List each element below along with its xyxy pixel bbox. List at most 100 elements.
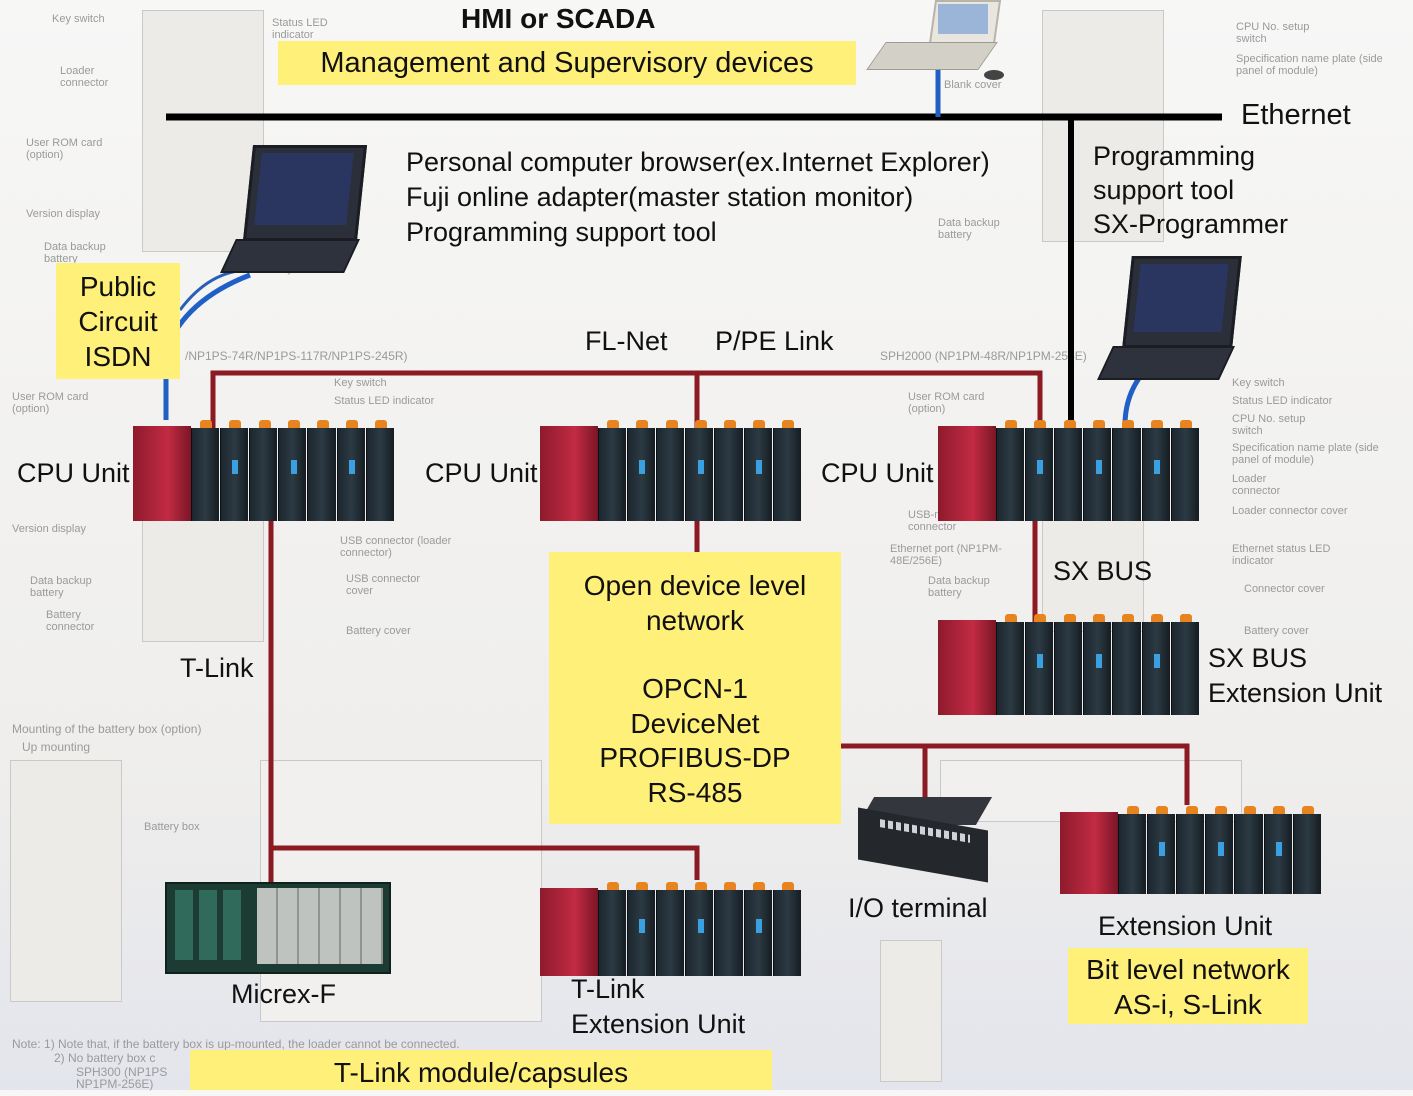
open-device-network-box: Open device level network OPCN-1 DeviceN…	[549, 552, 841, 824]
pc-tool-line: Fuji online adapter(master station monit…	[406, 182, 914, 212]
protocol-line: OPCN-1	[642, 673, 748, 704]
note: 2) No battery box c	[54, 1051, 156, 1065]
plc-top-tab	[1273, 806, 1286, 814]
plc-led	[1217, 841, 1224, 856]
annotation: Battery connector	[46, 609, 95, 633]
plc-power-module	[133, 426, 191, 521]
laptop-icon	[1097, 256, 1242, 381]
plc-top-tab	[782, 420, 795, 428]
sx-programmer-line: support tool	[1093, 175, 1235, 205]
plc-led	[1037, 459, 1044, 474]
plc-led	[1159, 841, 1166, 856]
plc-led	[1037, 653, 1044, 668]
plc-module	[1024, 614, 1054, 715]
t-link-extension-line: T-Link	[571, 974, 645, 1004]
t-link-branch	[271, 845, 700, 880]
plc-led	[290, 459, 297, 474]
plc-led	[756, 919, 763, 934]
plc-led	[639, 459, 646, 474]
plc-power-module	[540, 888, 598, 976]
plc-led	[756, 459, 763, 474]
plc-top-tab	[1034, 614, 1047, 622]
plc-top-tab	[1005, 420, 1018, 428]
sx-bus-extension-text: SX BUS Extension Unit	[1208, 641, 1382, 711]
plc-power-module	[938, 426, 996, 521]
annotation: User ROM card (option)	[12, 391, 89, 415]
plc-module	[1141, 614, 1170, 715]
annotation: Data backup battery	[928, 575, 990, 599]
plc-led	[1095, 459, 1102, 474]
plc-module	[714, 420, 743, 521]
hmi-title: HMI or SCADA	[461, 3, 656, 34]
fl-net-label: FL-Net	[585, 326, 668, 356]
open-device-line: network	[645, 604, 745, 636]
plc-module	[626, 420, 656, 521]
t-link-module-box: T-Link module/capsules	[190, 1050, 772, 1090]
annotation: Specification name plate (side panel of …	[1232, 442, 1379, 466]
annotation: Specification name plate (side panel of …	[1236, 53, 1383, 77]
plc-module	[656, 420, 685, 521]
plc-top-tab	[1244, 806, 1256, 814]
annotation: User ROM card (option)	[26, 137, 103, 161]
annotation: CPU No. setup switch	[1236, 21, 1310, 45]
plc-module	[1112, 420, 1141, 521]
plc-top-tab	[1151, 420, 1164, 428]
sx-programmer-line: Programming	[1093, 141, 1256, 171]
plc-top-tab	[1151, 614, 1164, 622]
micrex-f-rack	[165, 882, 391, 974]
extension-unit-label: Extension Unit	[1098, 911, 1273, 941]
plc-module	[597, 882, 626, 976]
plc-module	[1112, 614, 1141, 715]
bit-level-network-box: Bit level network AS-i, S-Link	[1068, 948, 1308, 1024]
open-net-bus	[840, 743, 1190, 805]
plc-rack	[540, 880, 802, 978]
plc-module	[656, 882, 685, 976]
supervisory-box: Management and Supervisory devices	[278, 41, 856, 85]
sx-bus-extension-line: SX BUS	[1208, 643, 1308, 673]
sx-bus-extension-line: Extension Unit	[1208, 678, 1383, 708]
plc-module	[685, 882, 714, 976]
protocol-line: RS-485	[647, 776, 743, 808]
plc-top-tab	[1005, 614, 1018, 622]
plc-power-module	[1060, 812, 1118, 894]
plc-module	[1054, 420, 1083, 521]
plc-top-tab	[1092, 420, 1105, 428]
plc-module	[995, 420, 1024, 521]
annotation: Loader connector	[60, 65, 109, 89]
desktop-pc-icon	[866, 0, 1022, 80]
cpu-unit-label: CPU Unit	[17, 458, 130, 488]
plc-rack	[133, 418, 395, 523]
plc-module	[1117, 806, 1146, 894]
t-link-module-label: T-Link module/capsules	[333, 1057, 629, 1088]
pc-tools-text: Personal computer browser(ex.Internet Ex…	[406, 145, 990, 250]
bit-level-line: AS-i, S-Link	[1114, 989, 1262, 1020]
plc-module	[1170, 420, 1199, 521]
note: NP1PM-256E)	[76, 1077, 154, 1091]
annotation: User ROM card (option)	[908, 391, 985, 415]
plc-rack	[938, 612, 1200, 717]
plc-module	[1024, 420, 1054, 521]
plc-led	[1276, 841, 1283, 856]
cpu-unit-label: CPU Unit	[821, 458, 934, 488]
plc-led	[639, 919, 646, 934]
plc-module	[685, 420, 714, 521]
annotation: USB-miniB connector	[908, 509, 962, 533]
plc-module	[1141, 420, 1170, 521]
plc-top-tab	[1034, 420, 1047, 428]
plc-rack	[938, 418, 1200, 523]
io-terminal-device	[857, 797, 993, 889]
plc-module	[714, 882, 743, 976]
plc-module	[190, 420, 219, 521]
plc-top-tab	[229, 420, 242, 428]
protocol-line: PROFIBUS-DP	[599, 742, 791, 773]
bit-level-line: Bit level network	[1086, 954, 1290, 985]
annotation: Data backup battery	[30, 575, 92, 599]
plc-power-module	[540, 426, 598, 521]
plc-top-tab	[375, 420, 388, 428]
annotation: Up mounting	[22, 740, 91, 754]
note: Note: 1) Note that, if the battery box i…	[12, 1037, 460, 1051]
annotation: Battery box	[144, 821, 200, 833]
plc-top-tab	[607, 882, 620, 890]
annotation: Ethernet status LED indicator	[1232, 543, 1331, 567]
